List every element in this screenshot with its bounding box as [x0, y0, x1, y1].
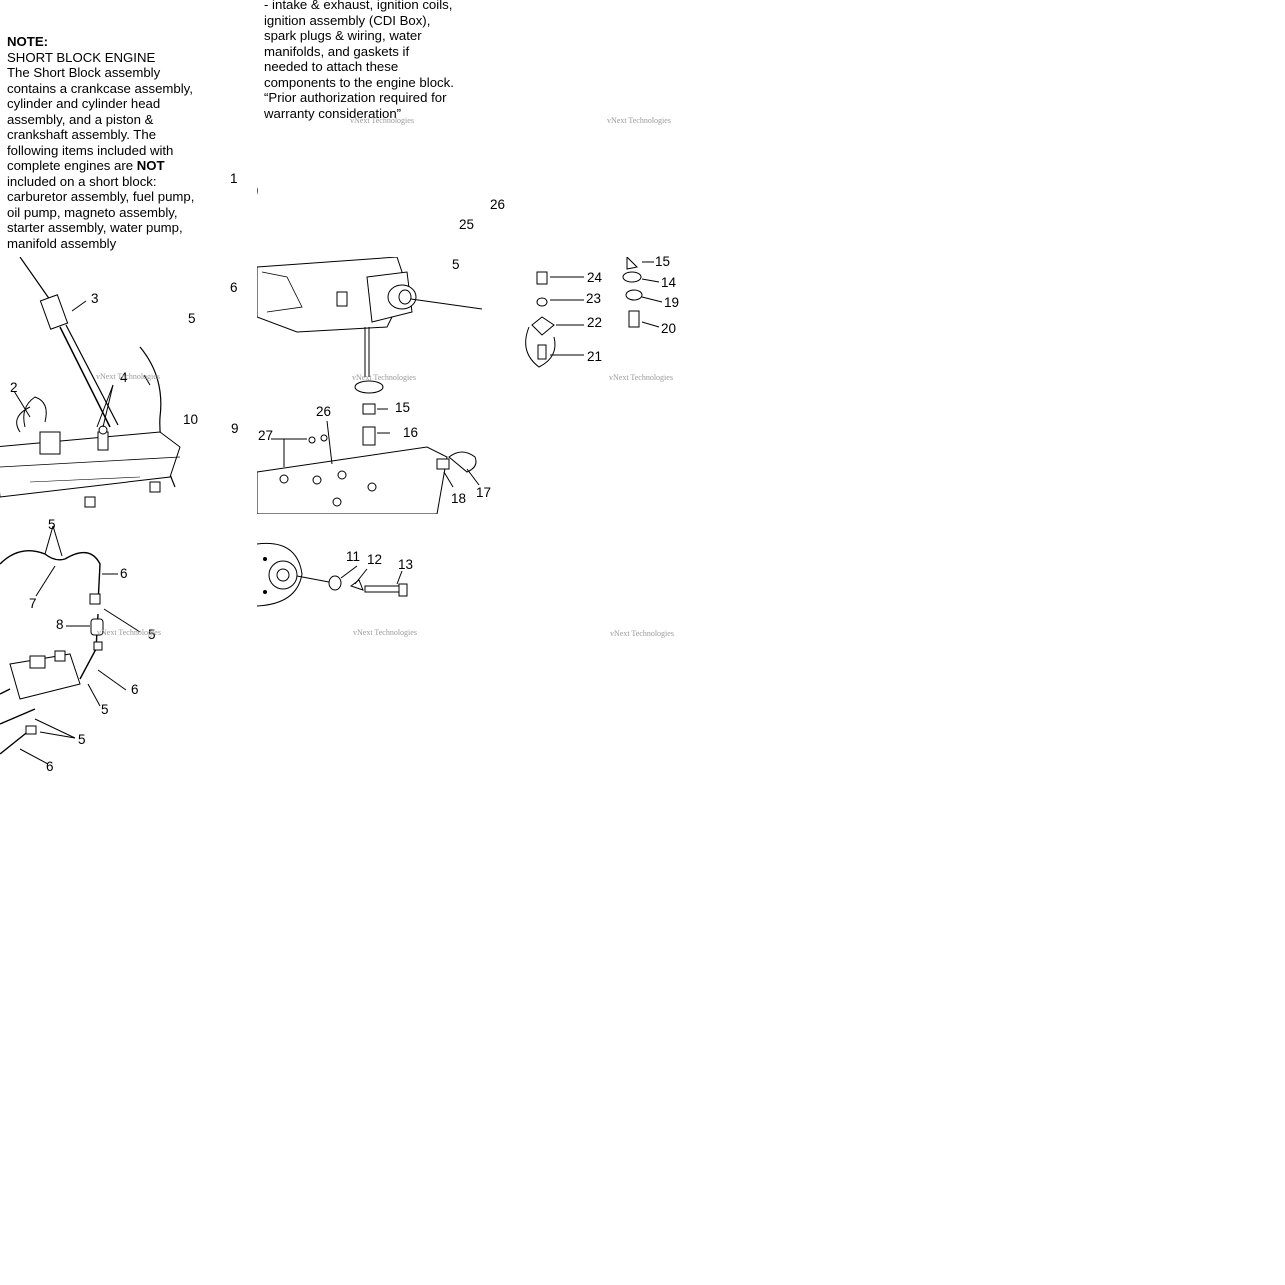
callout-13: 13 — [398, 557, 414, 572]
callout-23: 23 — [586, 291, 602, 306]
short-block-note-continued: - intake & exhaust, ignition coils, igni… — [264, 0, 454, 121]
note-heading: NOTE: — [7, 34, 49, 49]
callout-6-fuel-mid: 6 — [131, 682, 139, 697]
starter-bolt-drawing — [257, 542, 408, 607]
callout-6-fuel-bottom: 6 — [46, 759, 54, 774]
note-body-part1: The Short Block assembly contains a cran… — [7, 65, 193, 173]
diagram-tile-mount-hardware — [514, 257, 771, 514]
callout-14: 14 — [661, 275, 677, 290]
ignition-coil-drawing — [0, 257, 181, 508]
callout-5-fuel-bottom: 5 — [78, 732, 86, 747]
fuel-pump-drawing — [0, 525, 141, 765]
callout-5-engine: 5 — [452, 257, 460, 272]
flywheel-sketch-top — [514, 74, 515, 75]
callout-26-mount: 26 — [316, 404, 332, 419]
watermark: vNext Technologies — [609, 373, 673, 382]
mount-hardware-drawing — [514, 257, 663, 368]
callout-27: 27 — [258, 428, 274, 443]
callout-7: 7 — [29, 596, 37, 611]
diagram-tile-ignition — [0, 257, 257, 514]
note-body-part2: included on a short block: carburetor as… — [7, 173, 195, 251]
diagram-tile-note — [0, 0, 257, 257]
watermark: vNext Technologies — [96, 372, 160, 381]
callout-15-mount: 15 — [395, 400, 411, 415]
note-body-bold: NOT — [136, 158, 165, 173]
callout-25: 25 — [459, 217, 475, 232]
engine-mount-drawing — [257, 257, 483, 514]
callout-6-fuel-top: 6 — [120, 566, 128, 581]
diagram-tile-fuel-pump — [0, 514, 257, 771]
callout-10: 10 — [183, 412, 199, 427]
callout-8: 8 — [56, 617, 64, 632]
note-title: SHORT BLOCK ENGINE — [7, 49, 156, 65]
callout-4: 4 — [120, 370, 128, 385]
callout-2: 2 — [10, 380, 18, 395]
diagram-tile-engine-mount — [257, 257, 514, 514]
diagram-tile-note-continued — [257, 0, 514, 257]
callout-5-fuel-top: 5 — [48, 517, 56, 532]
callout-11: 11 — [346, 549, 361, 564]
watermark: vNext Technologies — [607, 116, 671, 125]
callout-19: 19 — [664, 295, 680, 310]
callout-12: 12 — [367, 552, 383, 567]
callout-20: 20 — [661, 321, 677, 336]
callout-24: 24 — [587, 270, 603, 285]
callout-16: 16 — [403, 425, 419, 440]
callout-26-top: 26 — [490, 197, 506, 212]
callout-18: 18 — [451, 491, 467, 506]
watermark: vNext Technologies — [610, 629, 674, 638]
watermark: vNext Technologies — [352, 373, 416, 382]
callout-9: 9 — [231, 421, 239, 436]
watermark: vNext Technologies — [97, 628, 161, 637]
callout-1: 1 — [230, 171, 238, 186]
callout-22: 22 — [587, 315, 603, 330]
short-block-note: NOTE: SHORT BLOCK ENGINE The Short Block… — [7, 34, 197, 251]
callout-5-fuel-mid: 5 — [101, 702, 109, 717]
diagram-tile-starter-bolt — [257, 514, 514, 771]
diagram-tile-flywheel-top — [514, 0, 771, 257]
callout-5-fuel-right: 5 — [148, 627, 156, 642]
watermark: vNext Technologies — [350, 116, 414, 125]
watermark: vNext Technologies — [353, 628, 417, 637]
callout-21: 21 — [587, 349, 603, 364]
callout-5-fuel-line: 5 — [188, 311, 196, 326]
callout-6-fuel-line: 6 — [230, 280, 238, 295]
callout-17: 17 — [476, 485, 492, 500]
callout-3: 3 — [91, 291, 99, 306]
callout-15-hardware: 15 — [655, 254, 671, 269]
